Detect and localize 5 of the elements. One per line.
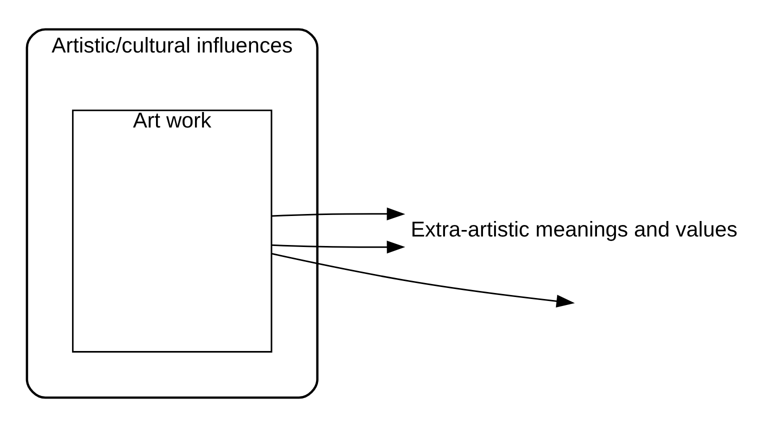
arrow — [272, 208, 406, 220]
arrow — [271, 252, 575, 308]
arrow — [272, 240, 406, 254]
node-box: Art work — [72, 110, 272, 353]
node-text: Extra-artistic meanings and values — [410, 218, 738, 242]
